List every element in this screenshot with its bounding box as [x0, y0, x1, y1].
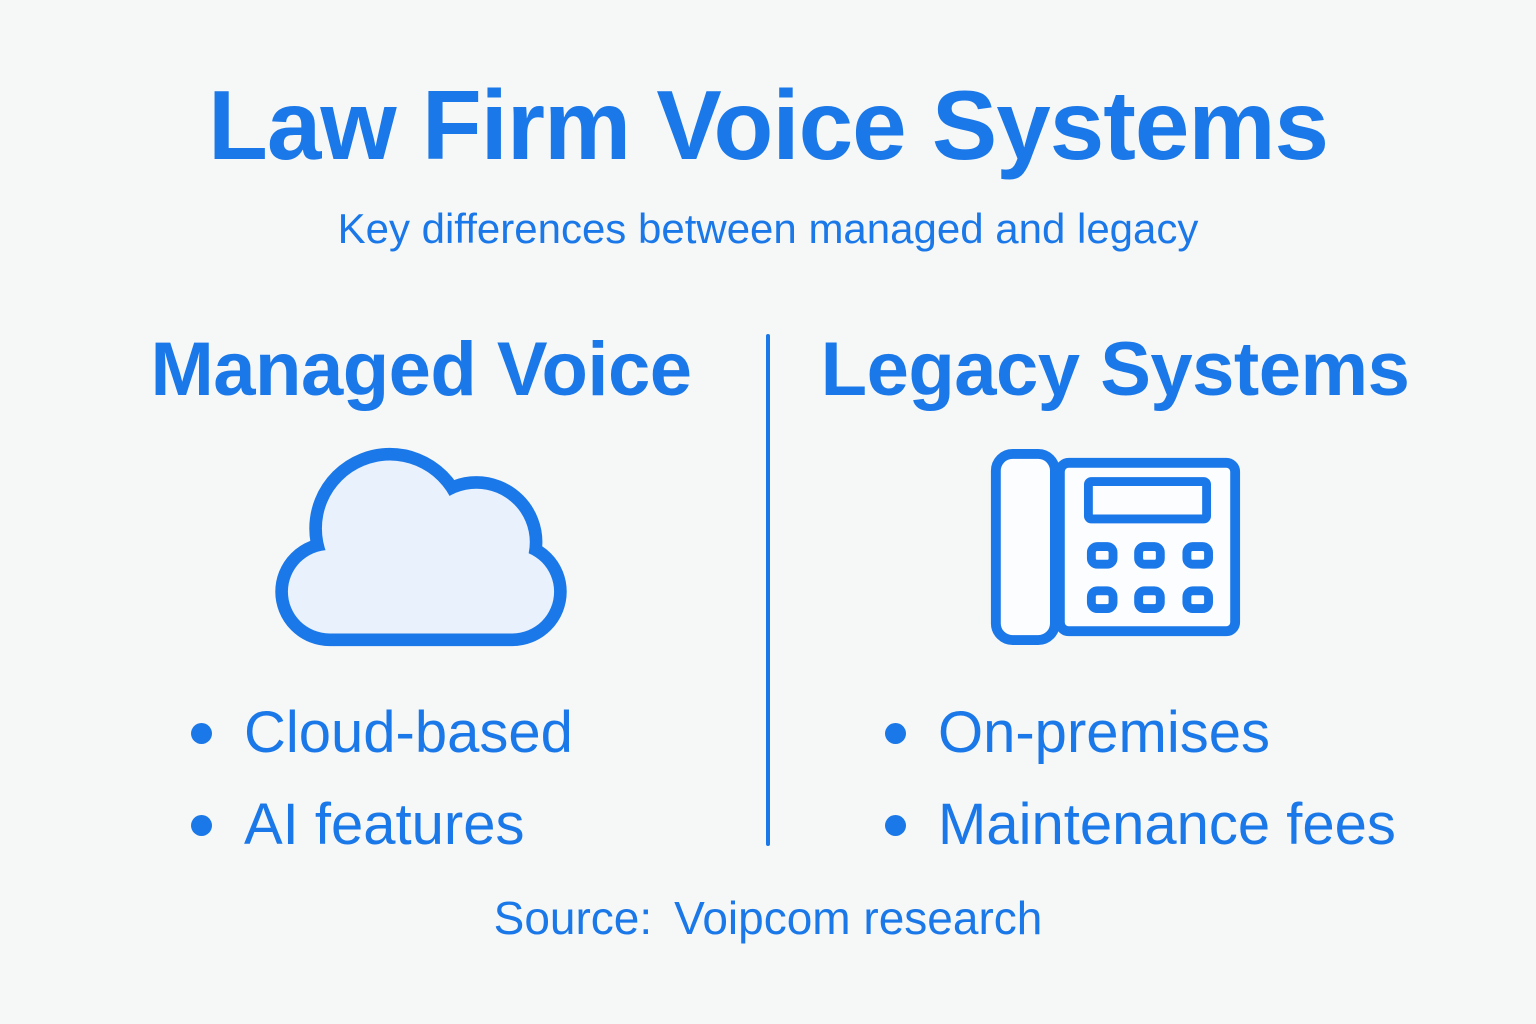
- bullet-item: On-premises: [885, 700, 1425, 767]
- bullet-label: Maintenance fees: [938, 792, 1396, 858]
- bullet-dot: [885, 815, 906, 837]
- column-managed-voice: Managed Voice: [111, 328, 731, 859]
- bullet-item: Cloud-based: [191, 700, 731, 767]
- bullet-label: On-premises: [938, 699, 1270, 765]
- bullet-list-managed: Cloud-based AI features: [111, 700, 731, 859]
- bullet-dot: [885, 722, 906, 744]
- bullet-list-legacy: On-premises Maintenance fees: [805, 700, 1425, 859]
- desk-phone-icon: [805, 444, 1425, 650]
- page-title: Law Firm Voice Systems: [208, 70, 1329, 180]
- bullet-label: Cloud-based: [244, 699, 573, 765]
- bullet-item: Maintenance fees: [885, 792, 1425, 859]
- page-subtitle: Key differences between managed and lega…: [337, 204, 1199, 252]
- column-legacy-systems: Legacy Systems On-premises: [805, 328, 1425, 859]
- column-heading-legacy: Legacy Systems: [820, 327, 1410, 413]
- bullet-item: AI features: [191, 792, 731, 859]
- column-heading-managed: Managed Voice: [150, 327, 692, 413]
- bullet-label: AI features: [244, 792, 525, 858]
- column-divider: [766, 334, 770, 847]
- bullet-dot: [191, 815, 212, 837]
- source-value: Voipcom research: [674, 892, 1043, 945]
- source-note: Source: Voipcom research: [0, 891, 1536, 946]
- source-label: Source:: [493, 892, 653, 945]
- cloud-icon: [111, 444, 731, 650]
- comparison-columns: Managed Voice: [0, 328, 1536, 859]
- bullet-dot: [191, 722, 212, 744]
